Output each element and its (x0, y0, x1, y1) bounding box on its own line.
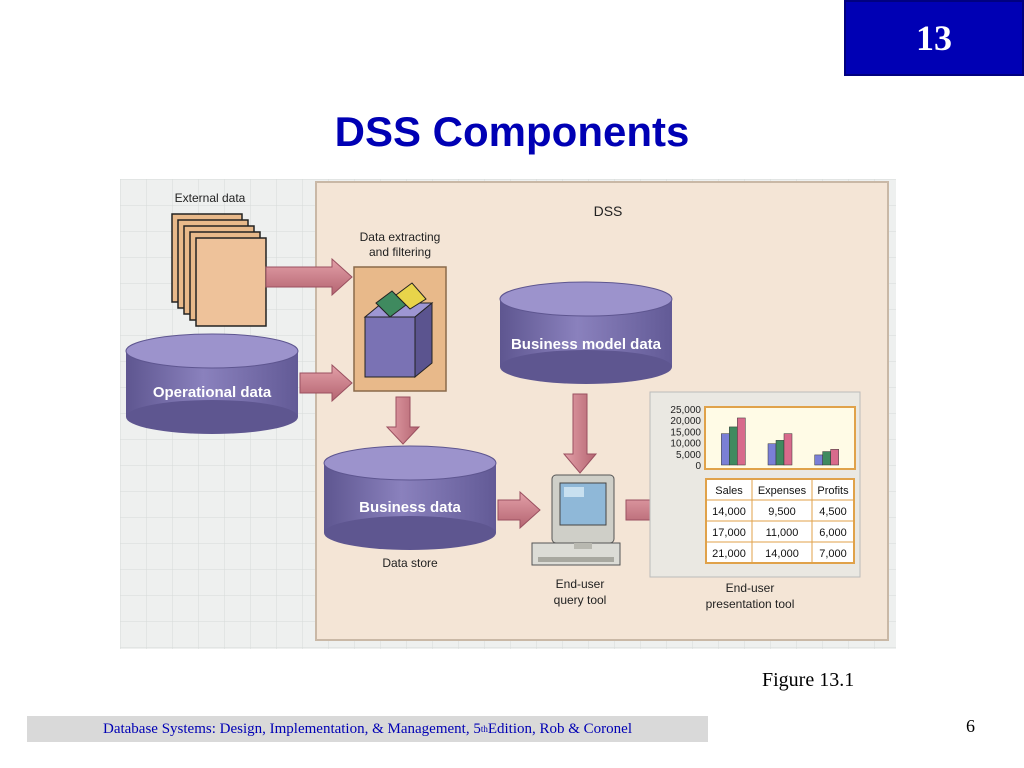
arrow-operational-to-extract-icon (299, 363, 353, 403)
table-header-cell: Profits (817, 485, 849, 497)
table-header-cell: Sales (715, 485, 743, 497)
table-value-cell: 4,500 (819, 506, 847, 518)
arrow-external-to-extract-icon (265, 257, 353, 297)
business-data-cylinder-icon (323, 445, 497, 550)
table-value-cell: 6,000 (819, 527, 847, 539)
table-value-cell: 7,000 (819, 548, 847, 560)
operational-data-cylinder-icon (125, 333, 299, 434)
chart-bar (737, 417, 746, 466)
footer-text-part1: Database Systems: Design, Implementation… (102, 720, 481, 737)
data-table: Sales Expenses Profits 14,000 9,500 4,500 17,0… (705, 478, 855, 564)
chart-bar (721, 433, 730, 466)
table-value-cell: 14,000 (765, 548, 799, 560)
slide-title: DSS Components (334, 108, 690, 155)
chart-bars (721, 417, 839, 466)
table-header-cell: Expenses (758, 485, 807, 497)
table-cell (811, 541, 855, 564)
extract-label-line1: Data extracting (360, 230, 441, 244)
data-store-label: Data store (382, 556, 438, 570)
presentation-label-line2: presentation tool (706, 597, 795, 611)
extract-label-line2: and filtering (369, 245, 431, 259)
external-data-documents-icon (171, 213, 267, 327)
page-number: 6 (966, 716, 975, 736)
external-data-label: External data (175, 191, 246, 205)
business-data-label: Business data (359, 499, 461, 516)
chart-tick-label: 10,000 (670, 439, 701, 450)
table-value-cell: 11,000 (766, 527, 799, 539)
dss-diagram: DSS External data Operational data Data … (120, 179, 896, 649)
chart-tick-label: 15,000 (670, 427, 701, 438)
chart-bar (767, 443, 777, 466)
arrow-model-to-query-icon (562, 393, 598, 474)
table-value-cell: 14,000 (712, 506, 746, 518)
chart-bar (783, 433, 793, 466)
query-tool-label-line2: query tool (554, 593, 607, 607)
chart-tick-label: 0 (695, 461, 701, 472)
query-tool-label-line1: End-user (556, 577, 605, 591)
extract-filter-box-icon (353, 266, 447, 392)
chapter-number: 13 (916, 18, 952, 58)
chart-bar (822, 451, 831, 466)
dss-figure: DSS External data Operational data Data … (120, 179, 896, 649)
arrow-business-to-query-icon (497, 490, 541, 530)
table-value-cell: 9,500 (768, 506, 796, 518)
table-value-cell: 17,000 (712, 527, 746, 539)
chart-tick-label: 20,000 (670, 416, 701, 427)
chart-bar (830, 449, 839, 466)
dss-label: DSS (594, 203, 623, 219)
computer-icon (531, 474, 621, 566)
chart-bar (729, 426, 738, 466)
chart-tick-label: 5,000 (676, 450, 701, 461)
arrow-extract-to-business-data-icon (385, 396, 421, 445)
figure-caption: Figure 13.1 (762, 669, 855, 691)
chart-tick-label: 25,000 (670, 405, 701, 416)
table-value-cell: 21,000 (712, 548, 746, 560)
business-model-data-cylinder-icon (499, 281, 673, 384)
operational-data-label: Operational data (153, 384, 272, 401)
footer-bar: Database Systems: Design, Implementation… (27, 716, 708, 742)
chart-bar (814, 454, 823, 466)
chart-bar (775, 440, 785, 466)
chapter-number-box: 13 (844, 0, 1024, 76)
business-model-data-label: Business model data (511, 336, 662, 353)
presentation-label-line1: End-user (726, 581, 775, 595)
footer-superscript: th (480, 724, 488, 734)
footer-text-part2: Edition, Rob & Coronel (487, 720, 633, 737)
